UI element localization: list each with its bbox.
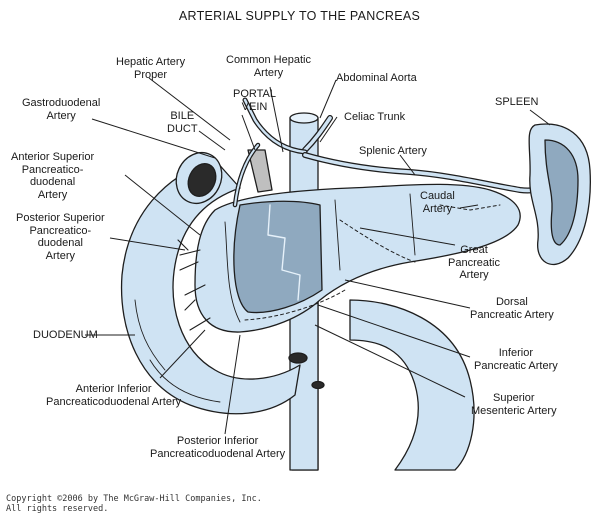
label-splenic-artery: Splenic Artery <box>359 145 427 158</box>
copyright-notice: Copyright ©2006 by The McGraw-Hill Compa… <box>6 494 262 514</box>
lower-vessel-loop <box>350 300 474 470</box>
label-celiac-trunk: Celiac Trunk <box>344 111 405 124</box>
label-abdominal-aorta: Abdominal Aorta <box>336 72 417 85</box>
label-duodenum: DUODENUM <box>33 329 98 342</box>
label-spleen: SPLEEN <box>495 96 538 109</box>
pancreas-head-interior <box>234 201 322 312</box>
